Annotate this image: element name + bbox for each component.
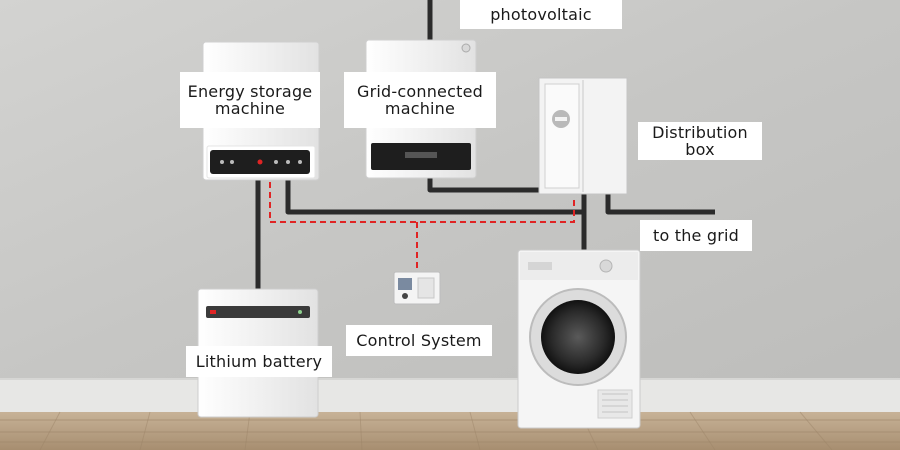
wooden-floor: [0, 411, 900, 450]
control-module: [393, 271, 441, 305]
washing-machine: [517, 249, 641, 429]
control-system-label: Control System: [346, 325, 492, 356]
lithium-battery-label: Lithium battery: [186, 346, 332, 377]
signal-lines: [269, 182, 575, 272]
distribution-box-label: Distribution box: [638, 122, 762, 160]
to-the-grid-label: to the grid: [640, 220, 752, 251]
photovoltaic-label: photovoltaic: [460, 0, 622, 29]
power-cables: [255, 0, 715, 290]
baseboard: [0, 378, 900, 414]
distribution-box: [538, 77, 628, 195]
grid-connected-label: Grid-connected machine: [344, 72, 496, 128]
energy-storage-label: Energy storage machine: [180, 72, 320, 128]
